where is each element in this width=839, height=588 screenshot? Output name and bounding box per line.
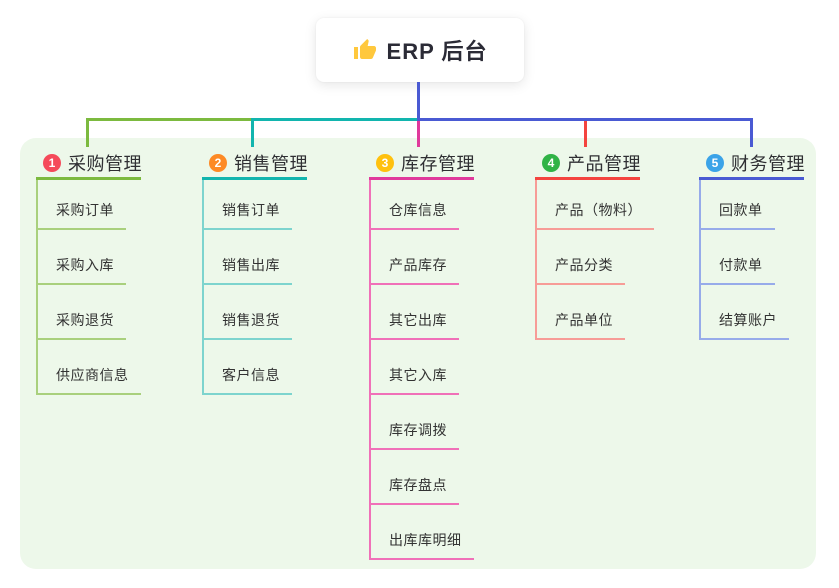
connector-root-vertical	[417, 82, 420, 121]
child-label: 产品库存	[389, 257, 447, 273]
branch-number-badge: 3	[376, 153, 394, 172]
child-node[interactable]: 产品单位	[537, 285, 654, 340]
child-node[interactable]: 销售退货	[204, 285, 307, 340]
connector-drop-finance	[750, 118, 753, 147]
child-label: 采购退货	[56, 312, 114, 328]
child-label: 销售出库	[222, 257, 280, 273]
child-label: 库存调拨	[389, 422, 447, 438]
root-node-label: ERP 后台	[386, 39, 488, 64]
branch-label: 库存管理	[401, 153, 475, 174]
child-label: 采购订单	[56, 202, 114, 218]
child-label: 其它入库	[389, 367, 447, 383]
root-node[interactable]: ERP 后台	[316, 18, 524, 82]
child-node[interactable]: 销售订单	[204, 180, 307, 230]
connector-bar-blue	[417, 118, 753, 121]
connector-drop-purchase	[86, 118, 89, 147]
child-node[interactable]: 产品分类	[537, 230, 654, 285]
branch-sales: 2 销售管理 销售订单 销售出库 销售退货 客户信息	[202, 148, 308, 395]
branch-purchase: 1 采购管理 采购订单 采购入库 采购退货 供应商信息	[36, 148, 142, 395]
child-label: 产品单位	[555, 312, 613, 328]
child-label: 结算账户	[719, 312, 777, 328]
connector-bar-green	[86, 118, 251, 121]
child-node[interactable]: 其它入库	[371, 340, 474, 395]
child-node[interactable]: 供应商信息	[38, 340, 141, 395]
child-node[interactable]: 库存盘点	[371, 450, 474, 505]
child-node[interactable]: 付款单	[701, 230, 804, 285]
branch-finance: 5 财务管理 回款单 付款单 结算账户	[699, 148, 805, 340]
child-label: 产品分类	[555, 257, 613, 273]
child-node[interactable]: 采购退货	[38, 285, 141, 340]
child-label: 库存盘点	[389, 477, 447, 493]
branch-node-purchase[interactable]: 1 采购管理	[36, 148, 142, 180]
child-node[interactable]: 产品（物料）	[537, 180, 654, 230]
child-label: 客户信息	[222, 367, 280, 383]
branch-label: 财务管理	[731, 153, 805, 174]
branch-label: 销售管理	[234, 153, 308, 174]
branch-children: 仓库信息 产品库存 其它出库 其它入库 库存调拨 库存盘点 出库库明细	[369, 180, 474, 560]
branch-children: 回款单 付款单 结算账户	[699, 180, 804, 340]
branches-panel	[20, 138, 816, 569]
child-label: 产品（物料）	[555, 202, 642, 218]
child-label: 仓库信息	[389, 202, 447, 218]
branch-inventory: 3 库存管理 仓库信息 产品库存 其它出库 其它入库 库存调拨 库存盘点 出库库…	[369, 148, 475, 560]
child-label: 出库库明细	[389, 532, 462, 548]
child-node[interactable]: 出库库明细	[371, 505, 474, 560]
branch-children: 采购订单 采购入库 采购退货 供应商信息	[36, 180, 141, 395]
connector-drop-product	[584, 121, 587, 147]
branch-product: 4 产品管理 产品（物料） 产品分类 产品单位	[535, 148, 654, 340]
branch-label: 产品管理	[567, 153, 641, 174]
child-node[interactable]: 库存调拨	[371, 395, 474, 450]
child-node[interactable]: 客户信息	[204, 340, 307, 395]
child-node[interactable]: 回款单	[701, 180, 804, 230]
child-label: 付款单	[719, 257, 763, 273]
branch-number-badge: 5	[706, 153, 724, 172]
connector-drop-sales	[251, 118, 254, 147]
branch-children: 销售订单 销售出库 销售退货 客户信息	[202, 180, 307, 395]
child-label: 其它出库	[389, 312, 447, 328]
child-label: 采购入库	[56, 257, 114, 273]
child-label: 供应商信息	[56, 367, 129, 383]
child-node[interactable]: 采购订单	[38, 180, 141, 230]
thumbs-up-icon	[353, 38, 377, 62]
child-node[interactable]: 结算账户	[701, 285, 804, 340]
connector-drop-inventory	[417, 121, 420, 147]
child-node[interactable]: 销售出库	[204, 230, 307, 285]
branch-label: 采购管理	[68, 153, 142, 174]
child-label: 销售退货	[222, 312, 280, 328]
branch-node-finance[interactable]: 5 财务管理	[699, 148, 805, 180]
child-node[interactable]: 产品库存	[371, 230, 474, 285]
child-node[interactable]: 其它出库	[371, 285, 474, 340]
child-label: 回款单	[719, 202, 763, 218]
branch-node-inventory[interactable]: 3 库存管理	[369, 148, 475, 180]
child-node[interactable]: 仓库信息	[371, 180, 474, 230]
child-label: 销售订单	[222, 202, 280, 218]
branch-number-badge: 1	[43, 153, 61, 172]
branch-node-product[interactable]: 4 产品管理	[535, 148, 641, 180]
connector-bar-teal	[251, 118, 417, 121]
branch-number-badge: 4	[542, 153, 560, 172]
child-node[interactable]: 采购入库	[38, 230, 141, 285]
branch-number-badge: 2	[209, 153, 227, 172]
branch-node-sales[interactable]: 2 销售管理	[202, 148, 308, 180]
branch-children: 产品（物料） 产品分类 产品单位	[535, 180, 654, 340]
